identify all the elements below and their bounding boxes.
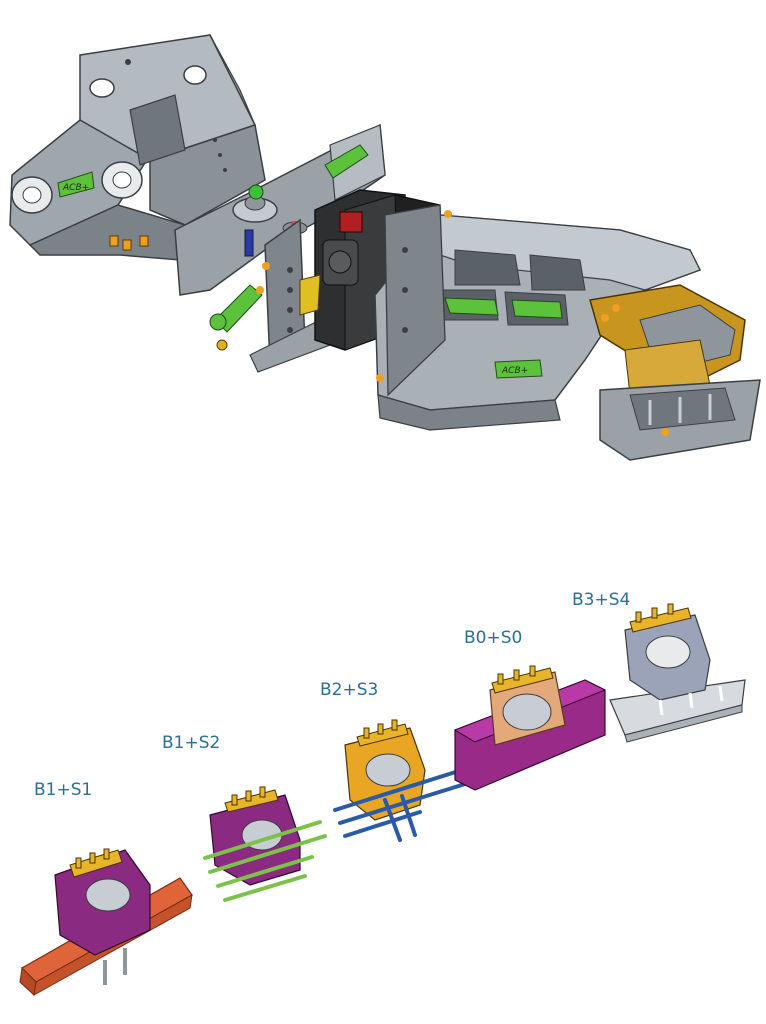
front-arm [374, 204, 702, 431]
config-b3-s4: B3+S4 [572, 590, 746, 743]
label-b2-s3: B2+S3 [320, 680, 378, 700]
logo-text-right: ACB+ [501, 366, 528, 376]
mounting-plates [249, 218, 331, 373]
hydraulic-cylinders [209, 144, 369, 351]
config-b1-s2: B1+S2 [162, 733, 327, 902]
head-bracket [589, 284, 761, 461]
bolt-cluster-rear [109, 235, 149, 251]
label-b1-s2: B1+S2 [162, 733, 220, 753]
label-b3-s4: B3+S4 [572, 590, 630, 610]
config-b2-s3: B2+S3 [320, 680, 467, 842]
logo-badge-right: ACB+ [494, 359, 543, 379]
label-b1-s1: B1+S1 [34, 780, 92, 800]
config-b1-s1: B1+S1 [19, 780, 193, 997]
logo-text-left: ACB+ [62, 183, 89, 193]
config-b0-s0: B0+S0 [453, 628, 607, 791]
logo-badge-left: ACB+ [57, 171, 95, 198]
top-assembly: ACB+ [9, 34, 761, 461]
label-b0-s0: B0+S0 [464, 628, 522, 648]
